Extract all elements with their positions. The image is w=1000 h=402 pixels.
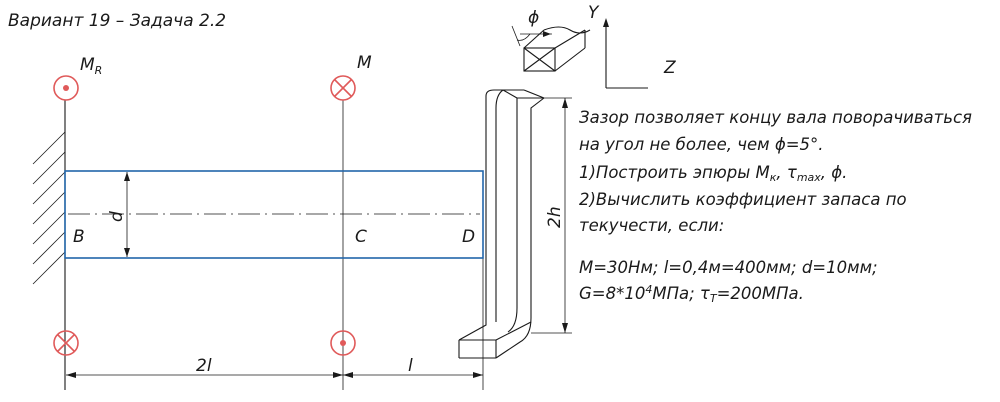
task-line-3: 1)Построить эпюры Mк, τmax, ϕ.	[579, 163, 847, 184]
height-dimension	[531, 97, 572, 334]
angle-label: ϕ	[528, 8, 539, 28]
task-line-6: M=30Нм; l=0,4м=400мм; d=10мм;	[579, 258, 878, 277]
point-d-label: D	[462, 227, 475, 247]
dim-2l-label: 2l	[196, 356, 212, 376]
task-line-7: G=8*104МПа; τT=200МПа.	[579, 283, 804, 305]
axis-y-label: Y	[588, 3, 600, 23]
reaction-moment-dot-symbol-top	[53, 75, 79, 101]
stop-bracket	[458, 89, 545, 359]
height-label: 2h	[545, 206, 565, 228]
shaft-body	[64, 170, 484, 259]
axis-z-label: Z	[663, 58, 676, 78]
length-dimension	[66, 372, 483, 378]
applied-moment-label: M	[357, 53, 372, 73]
applied-moment-dot-symbol-bottom	[330, 330, 356, 356]
task-description: Зазор позволяет концу вала поворачиватьс…	[579, 108, 972, 305]
reaction-moment-label: MR	[80, 55, 102, 77]
task-line-4: 2)Вычислить коэффициент запаса по	[579, 190, 907, 209]
diameter-dimension	[124, 172, 130, 257]
point-b-label: B	[73, 227, 85, 247]
dim-l-label: l	[408, 356, 413, 376]
point-c-label: C	[355, 227, 367, 247]
reaction-moment-cross-symbol-bottom	[53, 330, 79, 356]
diameter-label: d	[107, 211, 127, 222]
detail-section-view	[511, 25, 591, 72]
applied-moment-cross-symbol-top	[330, 75, 356, 101]
fixed-wall	[32, 100, 66, 390]
task-line-5: текучести, если:	[579, 216, 724, 235]
variant-title: Вариант 19 – Задача 2.2	[8, 11, 226, 31]
task-line-1: Зазор позволяет концу вала поворачиватьс…	[579, 108, 972, 127]
task-line-2: на угол не более, чем ϕ=5°.	[579, 135, 824, 154]
coordinate-axes	[603, 18, 648, 89]
